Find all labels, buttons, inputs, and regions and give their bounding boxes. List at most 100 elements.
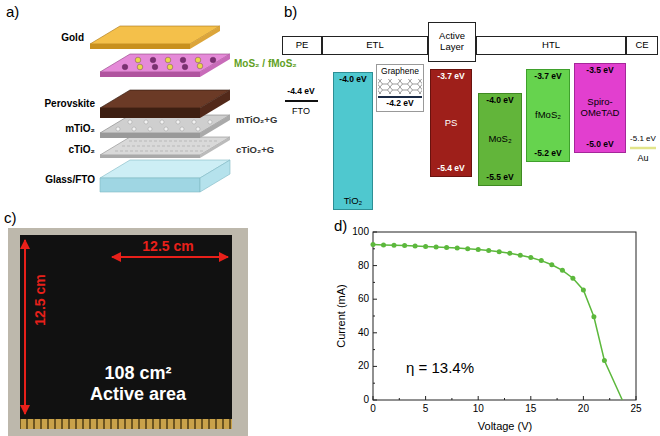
iv-curve (602, 358, 607, 363)
mesoporous-tio2-layer (132, 127, 136, 131)
energy-band-bar: -3.7 eV PS -5.4 eV (430, 69, 472, 177)
energy-band-bar: -3.7 eVfMoS₂-5.2 eV (526, 69, 570, 162)
module-photo (20, 235, 232, 419)
energy-value: -4.0 eV (486, 96, 513, 106)
iv-curve (581, 288, 586, 293)
iv-curve (371, 242, 376, 247)
electrode-label: Au (637, 153, 648, 163)
au-level-line (630, 148, 656, 149)
energy-value: -4.0 eV (339, 75, 366, 85)
iv-curve (539, 258, 544, 263)
mos2-layer (200, 54, 230, 77)
dimension-label: 12.5 cm (32, 274, 48, 325)
graphene-level-box: Graphene-4.2 eV (376, 64, 424, 112)
mos2-layer (180, 57, 186, 63)
iv-curve (476, 247, 481, 252)
layer-name: ETL (366, 40, 383, 51)
axis-title: Voltage (V) (478, 420, 532, 433)
panel-letter: b) (284, 3, 297, 20)
electrode-label: FTO (292, 106, 310, 116)
chart-frame (373, 232, 636, 400)
module-photo (8, 228, 248, 436)
module-photo (8, 228, 248, 436)
iv-curve (528, 255, 533, 260)
mos2-layer (165, 57, 171, 63)
energy-value: -4.4 eV (287, 87, 314, 97)
module-photo (20, 419, 232, 429)
graphene-picture (378, 79, 422, 94)
iv-curve (392, 243, 397, 248)
perovskite-layer (200, 90, 230, 118)
energy-value: -5.0 eV (586, 140, 613, 150)
fto-level-line (285, 100, 318, 102)
mos2-layer (197, 63, 203, 69)
layer-name: HTL (542, 40, 560, 51)
energy-value: -3.7 eV (437, 72, 464, 82)
mos2-layer (100, 72, 200, 77)
energy-value: -5.2 eV (534, 149, 561, 159)
mos2-layer (137, 64, 143, 70)
perovskite-layer (100, 108, 200, 118)
layer-label: MoS₂ / fMoS₂ (234, 58, 297, 70)
layer-header-box: CE (626, 36, 658, 55)
layer-name: fMoS₂ (535, 110, 561, 121)
mesoporous-tio2-layer (164, 127, 168, 131)
energy-value: -5.5 eV (486, 173, 513, 183)
layer-label: mTiO₂+G (236, 115, 277, 126)
iv-curve (402, 243, 407, 248)
iv-curve (497, 249, 502, 254)
mos2-layer (150, 57, 156, 63)
compact-tio2-layer (200, 137, 230, 158)
mesoporous-tio2-layer (176, 120, 180, 124)
tick-label: 20 (358, 361, 369, 373)
iv-curve (371, 242, 623, 400)
iv-curve (373, 245, 622, 400)
au-level-line (630, 147, 656, 150)
layer-header-box: HTL (476, 36, 626, 55)
iv-curve (507, 251, 512, 256)
mesoporous-tio2-layer (116, 120, 212, 131)
dimension-arrow (25, 240, 228, 414)
layer-name: PS (445, 118, 458, 129)
tick-label: 80 (358, 260, 369, 272)
panel-letter: a) (6, 3, 19, 20)
layer-header-box: PE (282, 36, 322, 55)
layer-label: cTiO₂ (69, 144, 96, 156)
layer-label: cTiO₂+G (236, 145, 274, 156)
tick-label: 25 (630, 403, 641, 415)
graphene-picture (376, 64, 424, 112)
mesoporous-tio2-layer (180, 127, 184, 131)
energy-value: -5.4 eV (437, 164, 464, 174)
tick-label: 15 (525, 403, 536, 415)
graphene-picture (376, 64, 424, 112)
area-label: 108 cm² Active area (76, 363, 200, 404)
glass-fto-layer (200, 160, 230, 192)
chart-frame (373, 232, 636, 400)
layer-label: Gold (61, 32, 84, 44)
panel-letter: d) (334, 217, 347, 234)
iv-curve (549, 262, 554, 267)
iv-curve (486, 248, 491, 253)
mos2-layer (182, 64, 188, 70)
mesoporous-tio2-layer (116, 127, 120, 131)
layer-label: Perovskite (44, 98, 95, 110)
mos2-layer (135, 57, 141, 63)
layer-name: Active Layer (430, 31, 474, 53)
efficiency-label: η = 13.4% (406, 359, 474, 376)
mesoporous-tio2-layer (192, 120, 196, 124)
dimension-arrow (24, 240, 26, 414)
iv-curve (518, 253, 523, 258)
glass-fto-layer (100, 178, 200, 192)
iv-curve (591, 314, 596, 319)
tick-label: 40 (358, 327, 369, 339)
iv-curve (371, 242, 607, 363)
dimension-arrow (112, 256, 228, 258)
energy-value: -3.5 eV (586, 66, 613, 76)
gold-layer (90, 26, 220, 49)
mos2-layer (210, 57, 216, 63)
layer-name: TiO₂ (344, 196, 363, 207)
layer-name: MoS₂ (488, 134, 511, 145)
compact-tio2-layer (100, 137, 230, 155)
tick-label: 100 (352, 226, 369, 238)
